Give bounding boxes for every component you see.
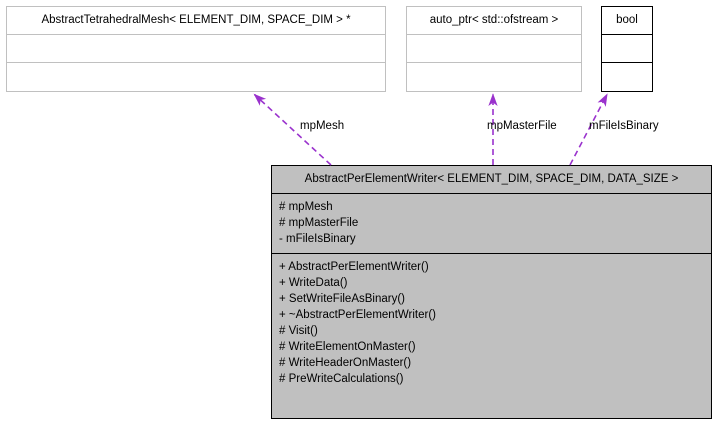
class-title-abstract-tetrahedral-mesh: AbstractTetrahedralMesh< ELEMENT_DIM, SP… <box>41 14 351 26</box>
edge-label-mpmasterfile: mpMasterFile <box>487 120 557 132</box>
attribute-row: # mpMasterFile <box>279 217 359 229</box>
class-attributes-abstract-per-element-writer: # mpMesh # mpMasterFile - mFileIsBinary <box>272 193 711 253</box>
edge-label-mfileisbinary: mFileIsBinary <box>589 120 659 132</box>
operation-row: # Visit() <box>279 325 318 337</box>
class-operations-abstract-per-element-writer: + AbstractPerElementWriter() + WriteData… <box>272 253 711 393</box>
class-attributes-auto-ptr-ofstream <box>407 34 581 62</box>
class-title-abstract-per-element-writer: AbstractPerElementWriter< ELEMENT_DIM, S… <box>304 173 679 185</box>
operation-row: + WriteData() <box>279 277 348 289</box>
attribute-row: # mpMesh <box>279 201 333 213</box>
class-attributes-abstract-tetrahedral-mesh <box>7 34 385 62</box>
attribute-row: - mFileIsBinary <box>279 233 356 245</box>
operation-row: # WriteHeaderOnMaster() <box>279 357 412 369</box>
class-title-bool: bool <box>616 14 638 26</box>
edge-label-mpmesh: mpMesh <box>300 120 345 132</box>
operation-row: + ~AbstractPerElementWriter() <box>279 309 437 321</box>
class-operations-bool <box>602 62 652 90</box>
class-box-abstract-tetrahedral-mesh[interactable]: AbstractTetrahedralMesh< ELEMENT_DIM, SP… <box>6 6 386 92</box>
operation-row: # WriteElementOnMaster() <box>279 341 416 353</box>
class-operations-auto-ptr-ofstream <box>407 62 581 90</box>
operation-row: + SetWriteFileAsBinary() <box>279 293 406 305</box>
class-title-auto-ptr-ofstream: auto_ptr< std::ofstream > <box>429 14 559 26</box>
operation-row: # PreWriteCalculations() <box>279 373 404 385</box>
class-box-abstract-per-element-writer[interactable]: AbstractPerElementWriter< ELEMENT_DIM, S… <box>271 165 712 419</box>
class-operations-abstract-tetrahedral-mesh <box>7 62 385 90</box>
class-attributes-bool <box>602 34 652 62</box>
operation-row: + AbstractPerElementWriter() <box>279 261 429 273</box>
class-box-bool[interactable]: bool <box>601 6 653 92</box>
class-box-auto-ptr-ofstream[interactable]: auto_ptr< std::ofstream > <box>406 6 582 92</box>
